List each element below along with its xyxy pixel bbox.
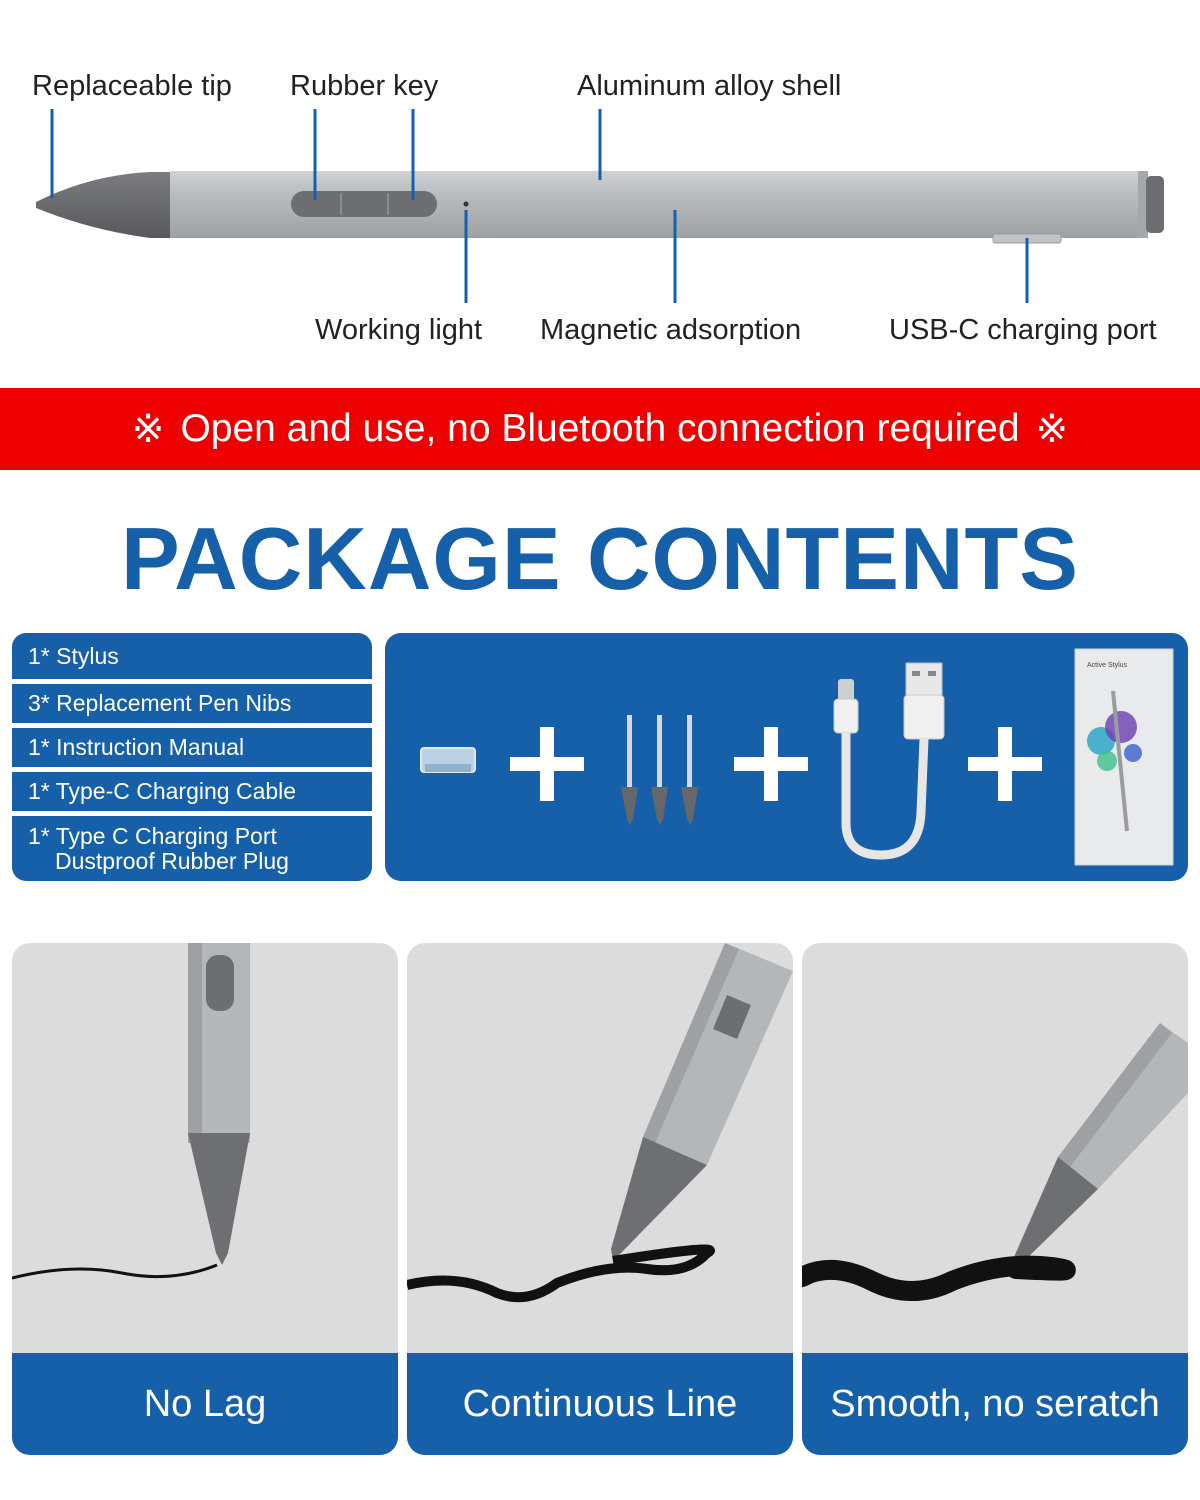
label-replaceable-tip: Replaceable tip [32, 70, 232, 102]
pen-nibs-icon [621, 715, 698, 825]
reference-mark-icon: ※ [1035, 407, 1069, 451]
promo-banner: ※ Open and use, no Bluetooth connection … [0, 388, 1200, 470]
stylus-diagram: Replaceable tip Rubber key Aluminum allo… [0, 0, 1200, 388]
package-contents-title: PACKAGE CONTENTS [121, 509, 1079, 608]
list-item-label: 3* Replacement Pen Nibs [28, 690, 292, 716]
label-aluminum-shell: Aluminum alloy shell [577, 70, 842, 102]
plus-icon [968, 727, 1042, 801]
list-item-label: 1* Instruction Manual [28, 734, 245, 760]
stylus-writing-illustration [407, 943, 793, 1303]
feature-caption: No Lag [12, 1353, 398, 1455]
list-item-label-continued: Dustproof Rubber Plug [55, 847, 289, 874]
plus-icon [510, 727, 584, 801]
package-items-illustration: Active Stylus [420, 648, 1174, 866]
list-item-label: 1* Stylus [28, 642, 119, 669]
package-contents-list: 1* Stylus 3* Replacement Pen Nibs 1* Ins… [12, 633, 372, 881]
feature-card-smooth: Smooth, no seratch [802, 943, 1188, 1455]
usb-cable-icon [833, 662, 945, 860]
label-working-light: Working light [315, 314, 483, 346]
rubber-plug-icon [420, 747, 476, 773]
list-item: 1* Stylus [12, 633, 372, 679]
box-label: Active Stylus [1087, 662, 1128, 669]
label-usb-c-port: USB-C charging port [889, 314, 1157, 346]
stylus-writing-illustration [802, 1023, 1188, 1301]
banner-text: Open and use, no Bluetooth connection re… [180, 407, 1020, 450]
product-box-icon: Active Stylus [1074, 648, 1174, 866]
list-item: 3* Replacement Pen Nibs [12, 684, 372, 723]
feature-caption: Continuous Line [407, 1353, 793, 1455]
feature-caption: Smooth, no seratch [802, 1353, 1188, 1455]
list-item-label: 1* Type C Charging Port [28, 822, 277, 849]
label-magnetic-adsorption: Magnetic adsorption [540, 314, 802, 346]
plus-icon [734, 727, 808, 801]
package-items-panel: Active Stylus [385, 633, 1188, 881]
stylus-illustration [36, 109, 1164, 303]
list-item-label: 1* Type-C Charging Cable [28, 778, 297, 804]
label-rubber-key: Rubber key [290, 70, 439, 102]
list-item: 1* Instruction Manual [12, 728, 372, 767]
feature-card-continuous-line: Continuous Line [407, 943, 793, 1455]
reference-mark-icon: ※ [131, 407, 165, 451]
feature-card-no-lag: No Lag [12, 943, 398, 1455]
list-item: 1* Type C Charging Port Dustproof Rubber… [12, 816, 372, 881]
stylus-writing-illustration [12, 943, 250, 1280]
list-item: 1* Type-C Charging Cable [12, 772, 372, 811]
